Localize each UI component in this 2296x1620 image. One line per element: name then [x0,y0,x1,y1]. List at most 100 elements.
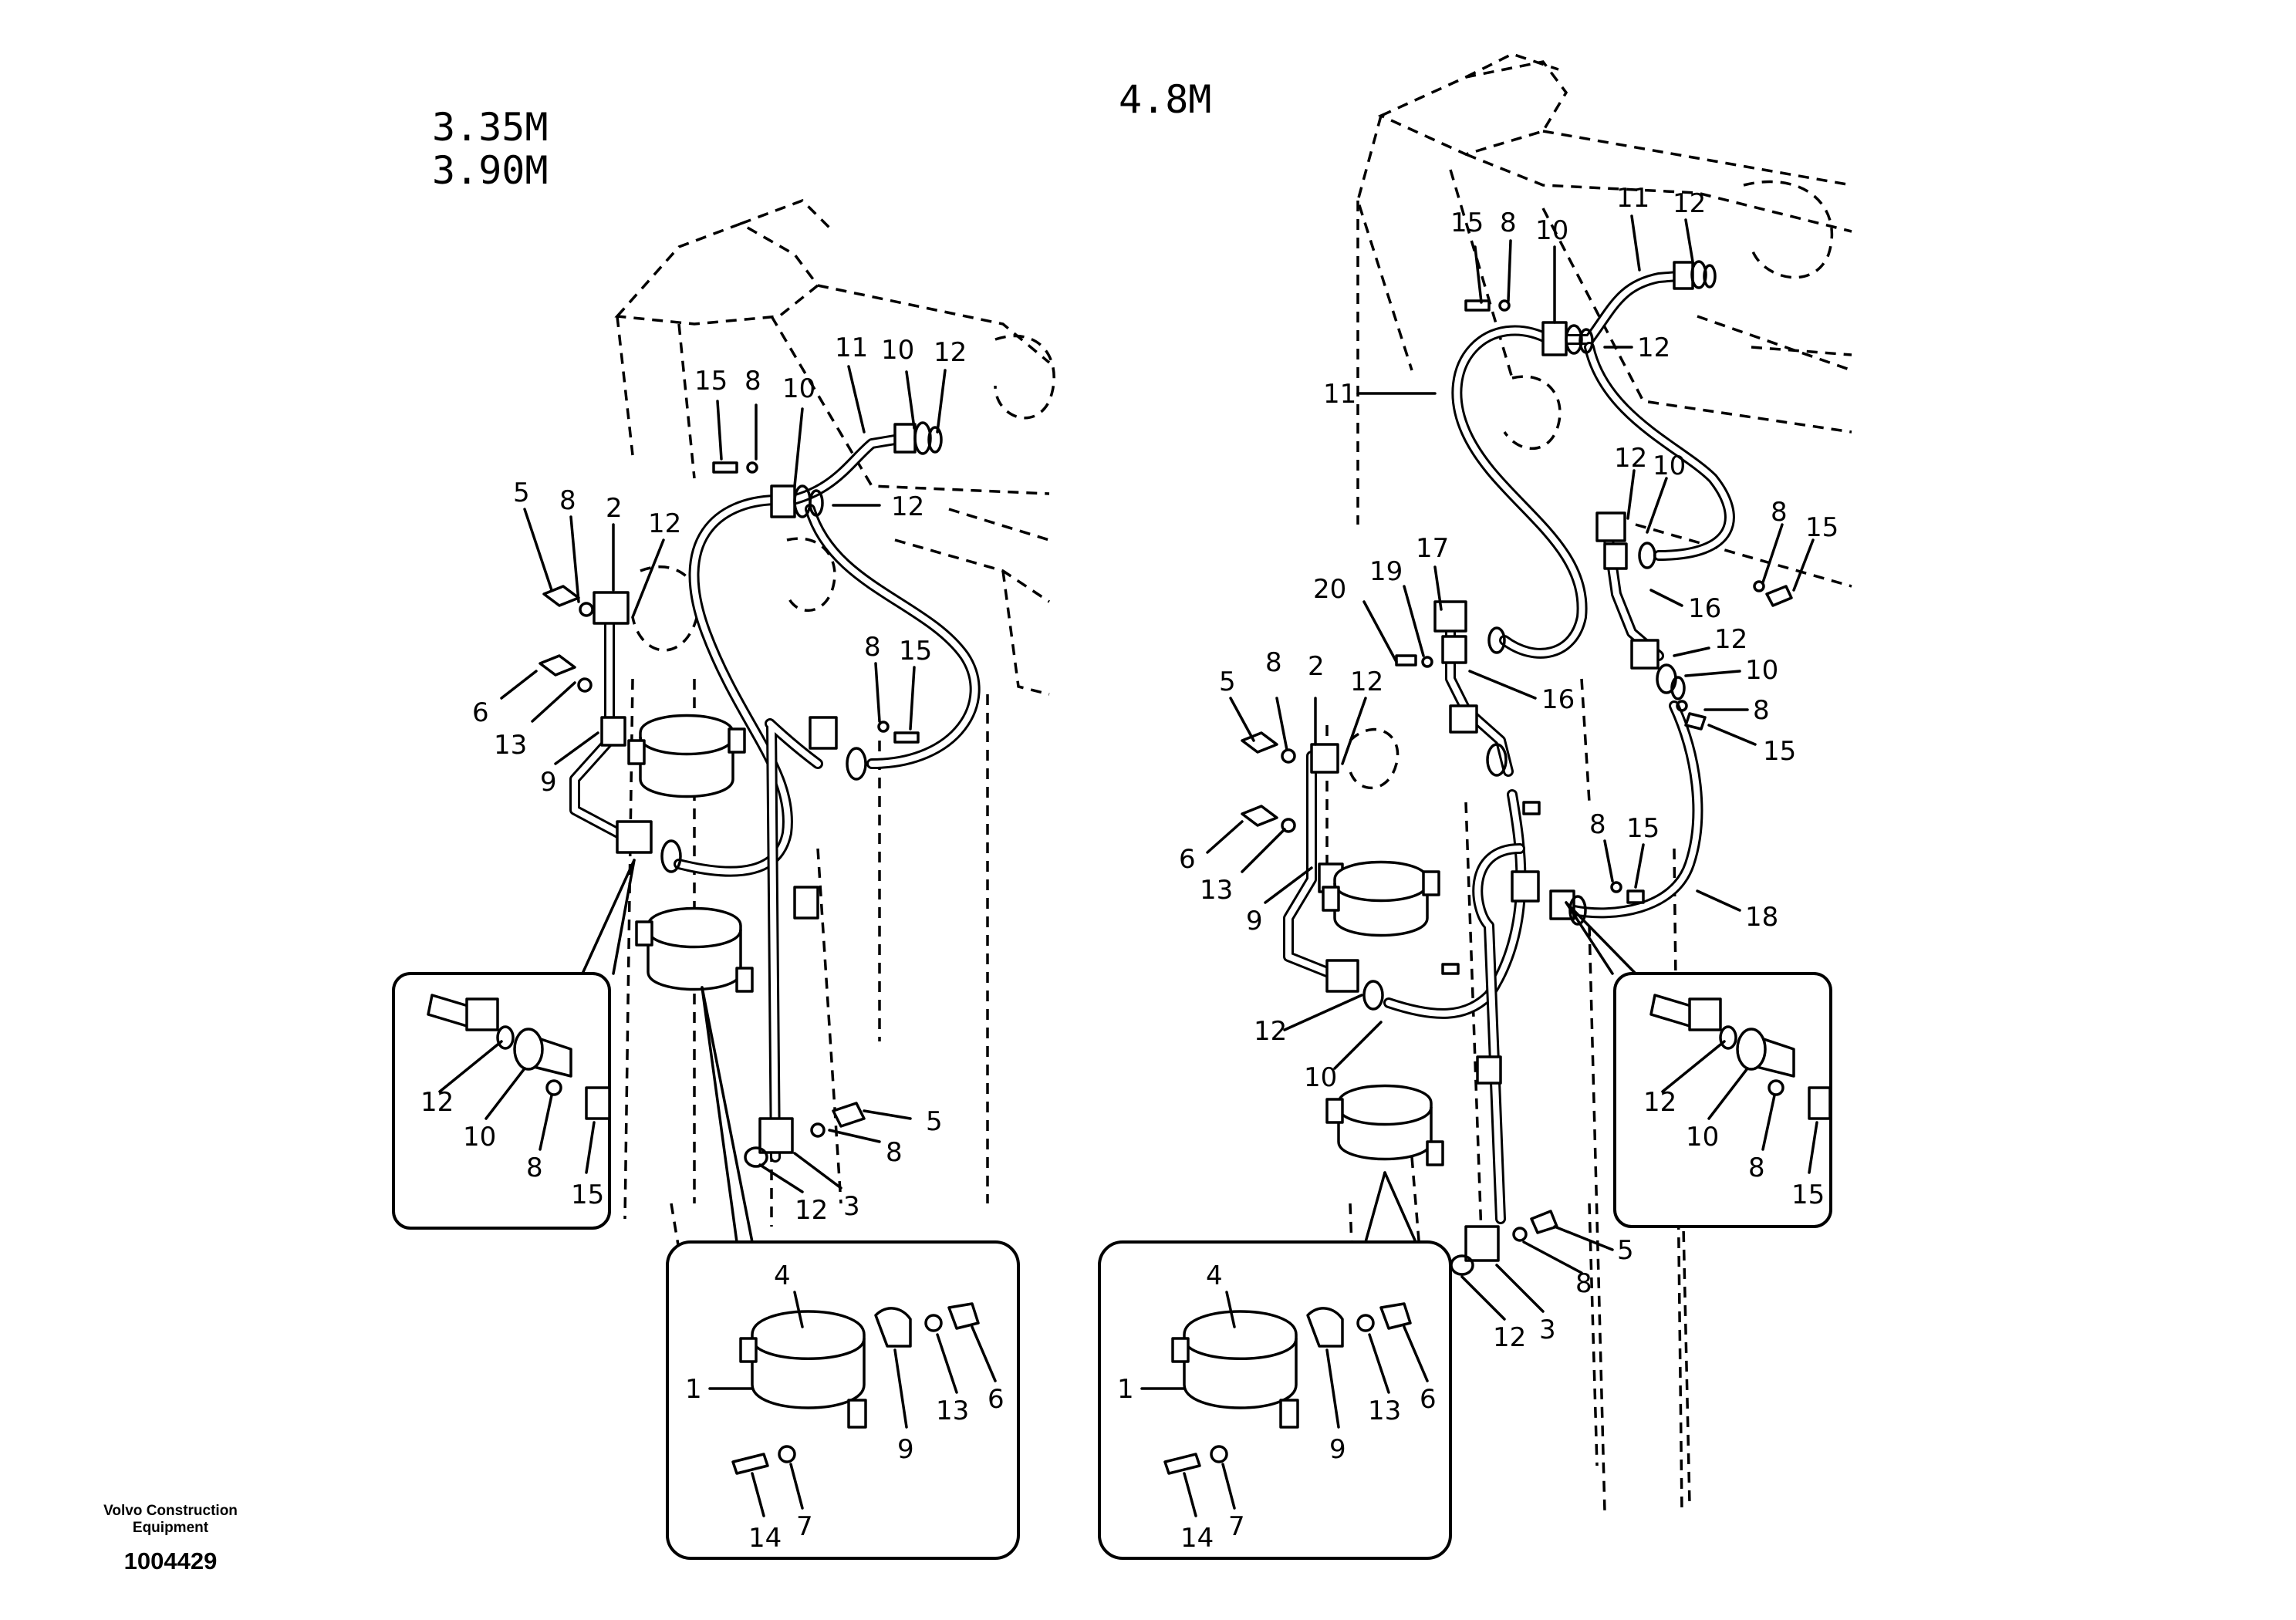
callout-8: 8 [1575,1268,1592,1299]
right-assembly: 15 8 10 11 12 12 11 12 10 8 15 16 12 10 … [1098,52,1852,1560]
callout-15: 15 [1791,1180,1825,1210]
callout-12: 12 [1637,332,1670,363]
callout-2: 2 [606,493,623,524]
callout-15: 15 [1450,208,1484,238]
callout-8: 8 [1500,208,1517,238]
callout-5: 5 [1617,1235,1634,1266]
callout-4: 4 [1206,1261,1223,1291]
callout-10: 10 [881,335,914,366]
callout-12: 12 [1350,667,1383,697]
left-detail-box: 12 10 8 15 [392,972,611,1230]
callout-15: 15 [1805,512,1838,543]
left-pipe-block-3 [758,1117,794,1154]
callout-16: 16 [1541,684,1575,715]
variant-label-4-8m: 4.8M [1119,77,1211,122]
callout-11: 11 [1323,379,1356,410]
callout-12: 12 [1614,443,1647,474]
company-name-line1: Volvo Construction [103,1503,238,1519]
right-leader-lines [1206,214,1815,1321]
right-hoses [1383,271,1735,1224]
callout-3: 3 [1539,1315,1556,1345]
left-assembly: 15 8 10 11 10 12 12 5 8 2 12 6 13 9 8 15… [392,198,1055,1560]
drawing-number: 1004429 [123,1547,218,1574]
callout-8: 8 [886,1137,903,1168]
callout-18: 18 [1745,902,1778,933]
left-leader-lines [500,365,947,1244]
callout-5: 5 [1219,667,1236,697]
callout-6: 6 [1179,844,1196,875]
left-fitting-10 [770,484,796,518]
right-clamp-box: 4 1 9 13 6 14 7 [1098,1240,1452,1560]
callout-8: 8 [559,485,576,516]
callout-10: 10 [1745,655,1778,686]
left-band-clamps [627,714,754,993]
callout-10: 10 [1686,1122,1719,1153]
left-pipe-2 [569,612,638,846]
left-fitting-mid [809,716,838,750]
callout-9: 9 [1246,906,1263,937]
callout-9: 9 [897,1434,914,1465]
company-name-line2: Equipment [132,1520,209,1536]
left-hose-upper [674,434,981,1163]
callout-8: 8 [1771,497,1788,528]
callout-6: 6 [1420,1384,1437,1415]
callout-12: 12 [934,337,967,368]
callout-1: 1 [685,1374,702,1405]
callout-11: 11 [1616,183,1649,214]
callout-8: 8 [1753,695,1770,726]
callout-10: 10 [1535,215,1568,246]
callout-11: 11 [835,332,868,363]
callout-8: 8 [1265,647,1282,678]
callout-12: 12 [1673,188,1706,219]
left-pipe-block-bottom [616,820,653,854]
callout-15: 15 [1626,813,1660,844]
callout-15: 15 [571,1180,604,1210]
callout-10: 10 [1653,451,1686,481]
callout-17: 17 [1416,533,1449,564]
footer: Volvo Construction Equipment 1004429 [74,1503,267,1575]
left-callouts: 15 8 10 11 10 12 12 5 8 2 12 6 13 9 8 15… [472,332,967,1226]
callout-6: 6 [472,697,489,728]
callout-13: 13 [1368,1396,1401,1426]
callout-12: 12 [795,1195,828,1226]
callout-8: 8 [1748,1153,1765,1183]
left-pipe-block-top [593,591,630,625]
left-clamp-box: 4 1 9 13 6 14 7 [666,1240,1020,1560]
right-callouts: 15 8 10 11 12 12 11 12 10 8 15 16 12 10 … [1179,183,1838,1353]
callout-5: 5 [926,1106,943,1137]
left-fitting-top [893,423,917,454]
callout-8: 8 [745,366,761,397]
left-fittings [539,421,943,1168]
callout-7: 7 [796,1511,813,1542]
callout-2: 2 [1308,651,1325,682]
callout-8: 8 [864,632,881,663]
callout-9: 9 [540,767,557,798]
callout-15: 15 [1763,736,1796,767]
callout-10: 10 [782,373,815,404]
right-fittings [1241,260,1793,1276]
callout-6: 6 [988,1384,1004,1415]
callout-14: 14 [748,1523,782,1554]
right-detail-box: 12 10 8 15 [1613,972,1832,1228]
callout-5: 5 [513,478,530,508]
callout-3: 3 [843,1191,860,1222]
callout-4: 4 [774,1261,791,1291]
right-band-clamps [1322,860,1444,1166]
callout-8: 8 [1589,809,1606,840]
callout-13: 13 [494,730,527,761]
callout-7: 7 [1228,1511,1245,1542]
callout-12: 12 [1643,1087,1676,1118]
callout-1: 1 [1117,1374,1134,1405]
callout-10: 10 [463,1122,496,1153]
callout-13: 13 [1200,875,1233,906]
variant-label-3-90m: 3.90M [432,148,549,193]
callout-9: 9 [1329,1434,1346,1465]
callout-12: 12 [420,1087,454,1118]
callout-20: 20 [1313,574,1346,605]
callout-12: 12 [1254,1016,1287,1047]
callout-10: 10 [1304,1062,1337,1093]
callout-19: 19 [1369,556,1403,587]
callout-12: 12 [1493,1322,1526,1353]
callout-13: 13 [936,1396,969,1426]
callout-14: 14 [1180,1523,1214,1554]
